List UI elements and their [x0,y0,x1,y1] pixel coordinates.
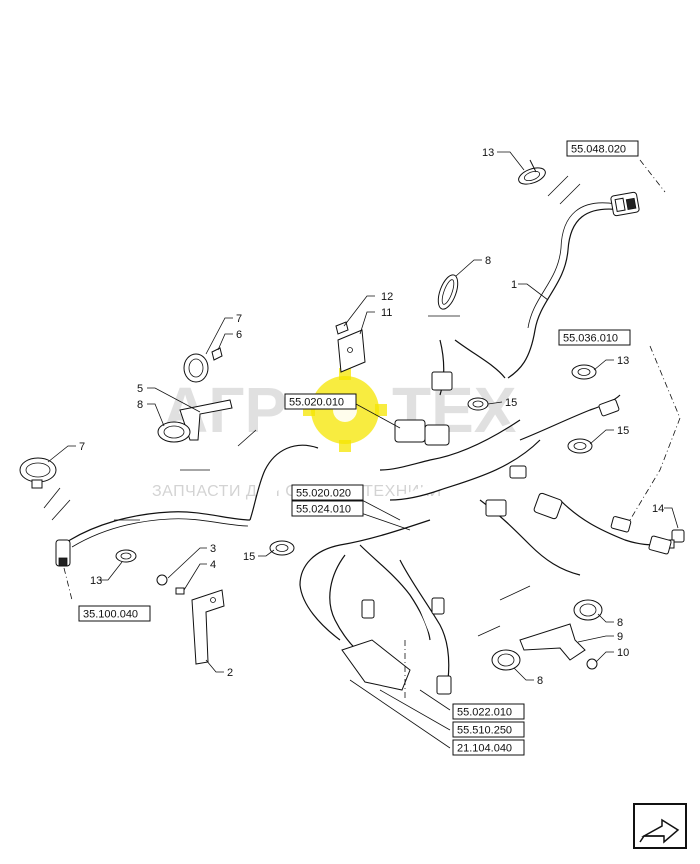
svg-text:55.036.010: 55.036.010 [563,333,618,345]
clamp-7-left [183,347,223,383]
svg-text:55.020.010: 55.020.010 [289,397,344,409]
callout-8-left: 8 [137,399,143,411]
callout-8-top: 8 [485,255,491,267]
ref-55-020-020[interactable]: 55.020.020 [291,484,364,501]
callout-12: 12 [381,291,393,303]
callout-13-left: 13 [90,575,102,587]
svg-text:55.510.250: 55.510.250 [457,725,512,737]
callout-15-left: 15 [243,551,255,563]
clip-13-top [518,159,546,185]
reference-boxes: 55.048.020 55.036.010 55.020.010 55.020.… [78,140,639,756]
strap-8-right [573,599,603,621]
connector-lower [341,597,452,695]
clip-15-right [567,438,593,454]
ref-55-024-010[interactable]: 55.024.010 [291,500,364,517]
callout-3: 3 [210,543,216,555]
bolt-3 [156,574,185,595]
ref-21-104-040[interactable]: 21.104.040 [452,739,525,756]
callout-13-top: 13 [482,147,494,159]
callout-13-right: 13 [617,355,629,367]
ref-55-510-250[interactable]: 55.510.250 [452,721,525,738]
callout-14: 14 [652,503,664,515]
svg-text:55.024.010: 55.024.010 [296,504,351,516]
callout-4: 4 [210,559,216,571]
callout-5: 5 [137,383,143,395]
callout-8-right: 8 [617,617,623,629]
center-connectors [394,371,563,520]
strap-8-top [437,274,459,310]
ref-55-036-010[interactable]: 55.036.010 [558,329,631,346]
ref-55-020-010[interactable]: 55.020.010 [284,393,357,410]
bracket-11 [335,321,366,373]
callout-11: 11 [381,307,392,319]
bracket-9 [519,623,586,661]
svg-text:55.022.010: 55.022.010 [457,707,512,719]
callout-9: 9 [617,631,623,643]
ref-55-022-010[interactable]: 55.022.010 [452,703,525,720]
callout-8-bottom: 8 [537,675,543,687]
svg-text:21.104.040: 21.104.040 [457,743,512,755]
clip-13-right [571,364,597,380]
callout-7-upper: 7 [236,313,242,325]
main-harness [60,191,661,681]
arrow-view-icon [633,803,687,849]
callouts: 13 8 1 12 11 7 6 5 8 15 13 15 7 14 3 4 1… [79,147,664,687]
connector-left-end [55,539,71,567]
callout-15-right: 15 [617,425,629,437]
svg-text:55.020.020: 55.020.020 [296,488,351,500]
bracket-5 [157,399,233,443]
callout-6: 6 [236,329,242,341]
ref-35-100-040[interactable]: 35.100.040 [78,605,151,622]
svg-text:35.100.040: 35.100.040 [83,609,138,621]
connector-right [598,399,672,555]
clip-13-left [115,549,137,563]
callout-1: 1 [511,279,517,291]
ref-55-048-020[interactable]: 55.048.020 [566,140,639,157]
callout-2: 2 [227,667,233,679]
bracket-2 [191,589,225,665]
callout-7-left: 7 [79,441,85,453]
ring-7-left [19,457,57,489]
svg-text:55.048.020: 55.048.020 [571,144,626,156]
callout-10: 10 [617,647,629,659]
watermark-gear-icon [303,368,387,452]
clip-15-center [467,397,489,411]
callout-15-center: 15 [505,397,517,409]
bolt-10 [586,658,598,670]
leader-lines [43,151,681,749]
strap-8-bottom [491,649,521,671]
top-connector [610,191,640,217]
clip-15-left [269,540,295,556]
